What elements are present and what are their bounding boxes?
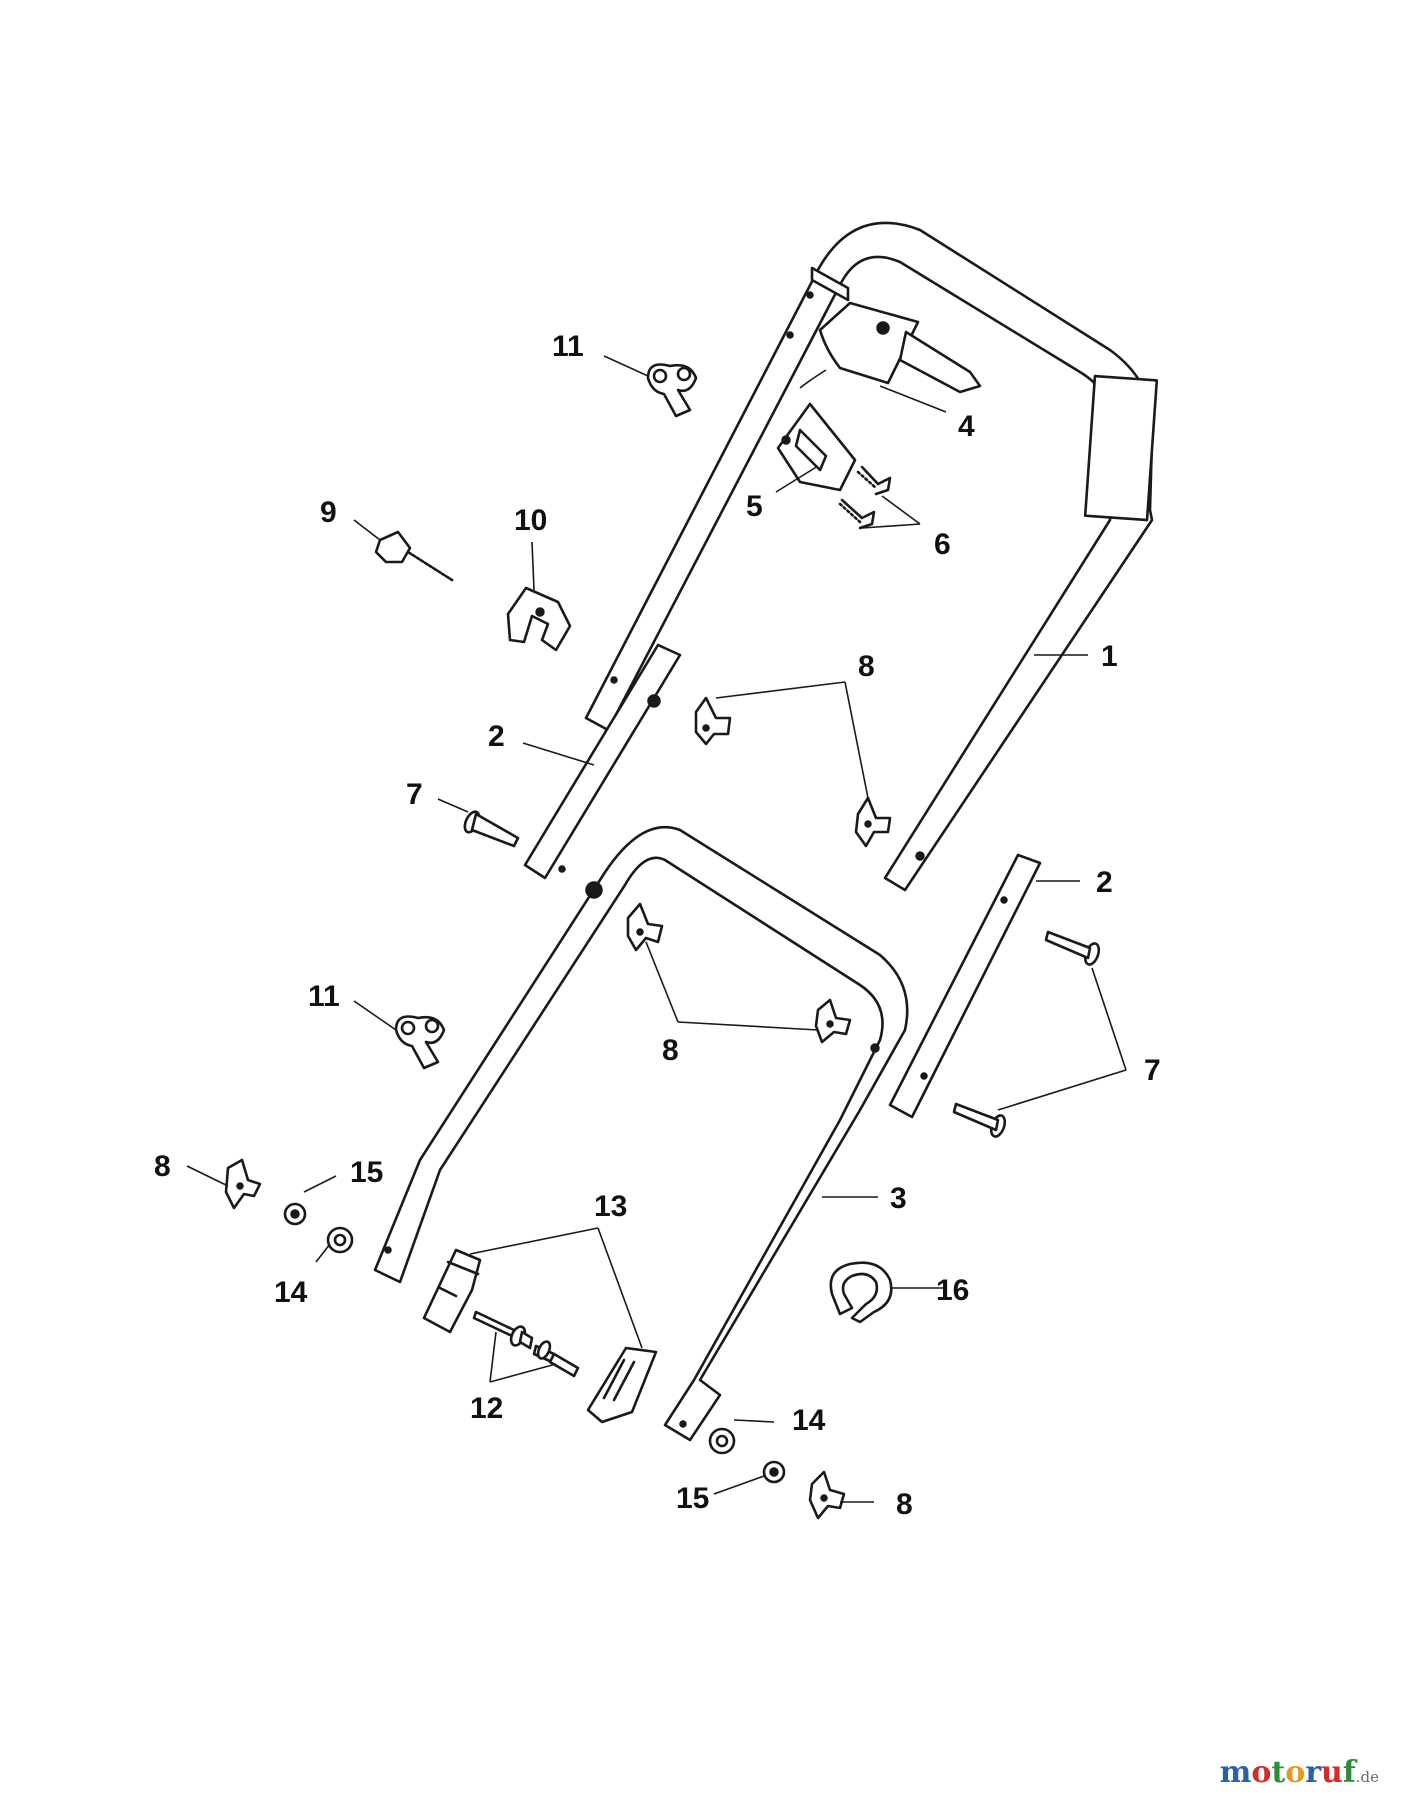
callout-2-right: 2 (1096, 866, 1113, 899)
callout-8-upper: 8 (858, 650, 875, 683)
washer-part-right (762, 1460, 786, 1484)
spacer-part-left (326, 1226, 354, 1254)
cable-clip-part (506, 586, 572, 652)
callout-12: 12 (470, 1392, 503, 1425)
wing-nut-part-a (694, 696, 732, 746)
tube-part-right (888, 853, 1042, 1119)
callout-8-middle: 8 (662, 1034, 679, 1067)
watermark-letter: m (1219, 1755, 1252, 1790)
knob-bolt-part (374, 530, 454, 582)
callout-15-left: 15 (350, 1156, 383, 1189)
callout-11-upper: 11 (552, 330, 584, 363)
wing-nut-part-e (224, 1158, 262, 1210)
callout-7-left: 7 (406, 778, 423, 811)
callout-7-right: 7 (1144, 1054, 1161, 1087)
pin-part-right-upper (1044, 930, 1101, 966)
hose-clip-part (829, 1261, 893, 1324)
wing-nut-part-f (808, 1470, 846, 1520)
callout-16: 16 (936, 1274, 969, 1307)
screw-part-lower (838, 498, 876, 530)
watermark-letter: o (1285, 1755, 1306, 1790)
cable-lever-part (799, 301, 982, 394)
callout-2-left: 2 (488, 720, 505, 753)
watermark-letter: o (1251, 1755, 1272, 1790)
shoulder-bolt-part-lower (532, 1340, 580, 1378)
callout-4: 4 (958, 410, 975, 443)
watermark-letter: u (1321, 1755, 1343, 1790)
cable-bracket-part (776, 402, 857, 492)
watermark-letter: f (1342, 1755, 1356, 1790)
leader-lines (186, 355, 1127, 1503)
lower-handle-part (373, 825, 909, 1442)
pin-part-right-lower (952, 1102, 1007, 1138)
upper-handle-part (584, 221, 1159, 892)
cable-clip-part-lower (394, 1015, 446, 1070)
callout-9: 9 (320, 496, 337, 529)
callout-5: 5 (746, 490, 763, 523)
watermark-letter: t (1271, 1755, 1286, 1790)
washer-part-left (283, 1202, 307, 1226)
callout-8-right: 8 (896, 1488, 913, 1521)
spacer-part-right (708, 1427, 736, 1455)
motoruf-watermark: motoruf.de (1220, 1755, 1379, 1790)
clamp-part-upper (422, 1248, 482, 1334)
watermark-letter: r (1305, 1755, 1322, 1790)
shoulder-bolt-part-upper (472, 1310, 534, 1350)
wing-nut-part-d (814, 998, 852, 1044)
tube-part-left (523, 643, 682, 880)
callout-6: 6 (934, 528, 951, 561)
callout-10: 10 (514, 504, 547, 537)
callout-13: 13 (594, 1190, 627, 1223)
watermark-suffix: .de (1355, 1768, 1379, 1786)
callout-11-lower: 11 (308, 980, 340, 1013)
wing-nut-part-c (626, 902, 664, 952)
callout-1: 1 (1101, 640, 1118, 673)
callout-3: 3 (890, 1182, 907, 1215)
cable-clip-part-upper (646, 363, 698, 418)
pin-part-left (463, 810, 520, 848)
callout-15-right: 15 (676, 1482, 709, 1515)
wing-nut-part-b (854, 796, 892, 848)
callout-8-left: 8 (154, 1150, 171, 1183)
callout-14-right: 14 (792, 1404, 826, 1437)
callout-14-left: 14 (274, 1276, 308, 1309)
callout-labels: 1 2 2 3 4 5 6 7 7 8 8 8 8 9 10 11 11 12 … (154, 330, 1161, 1521)
clamp-part-lower (586, 1346, 658, 1424)
screw-part-upper (856, 465, 892, 496)
